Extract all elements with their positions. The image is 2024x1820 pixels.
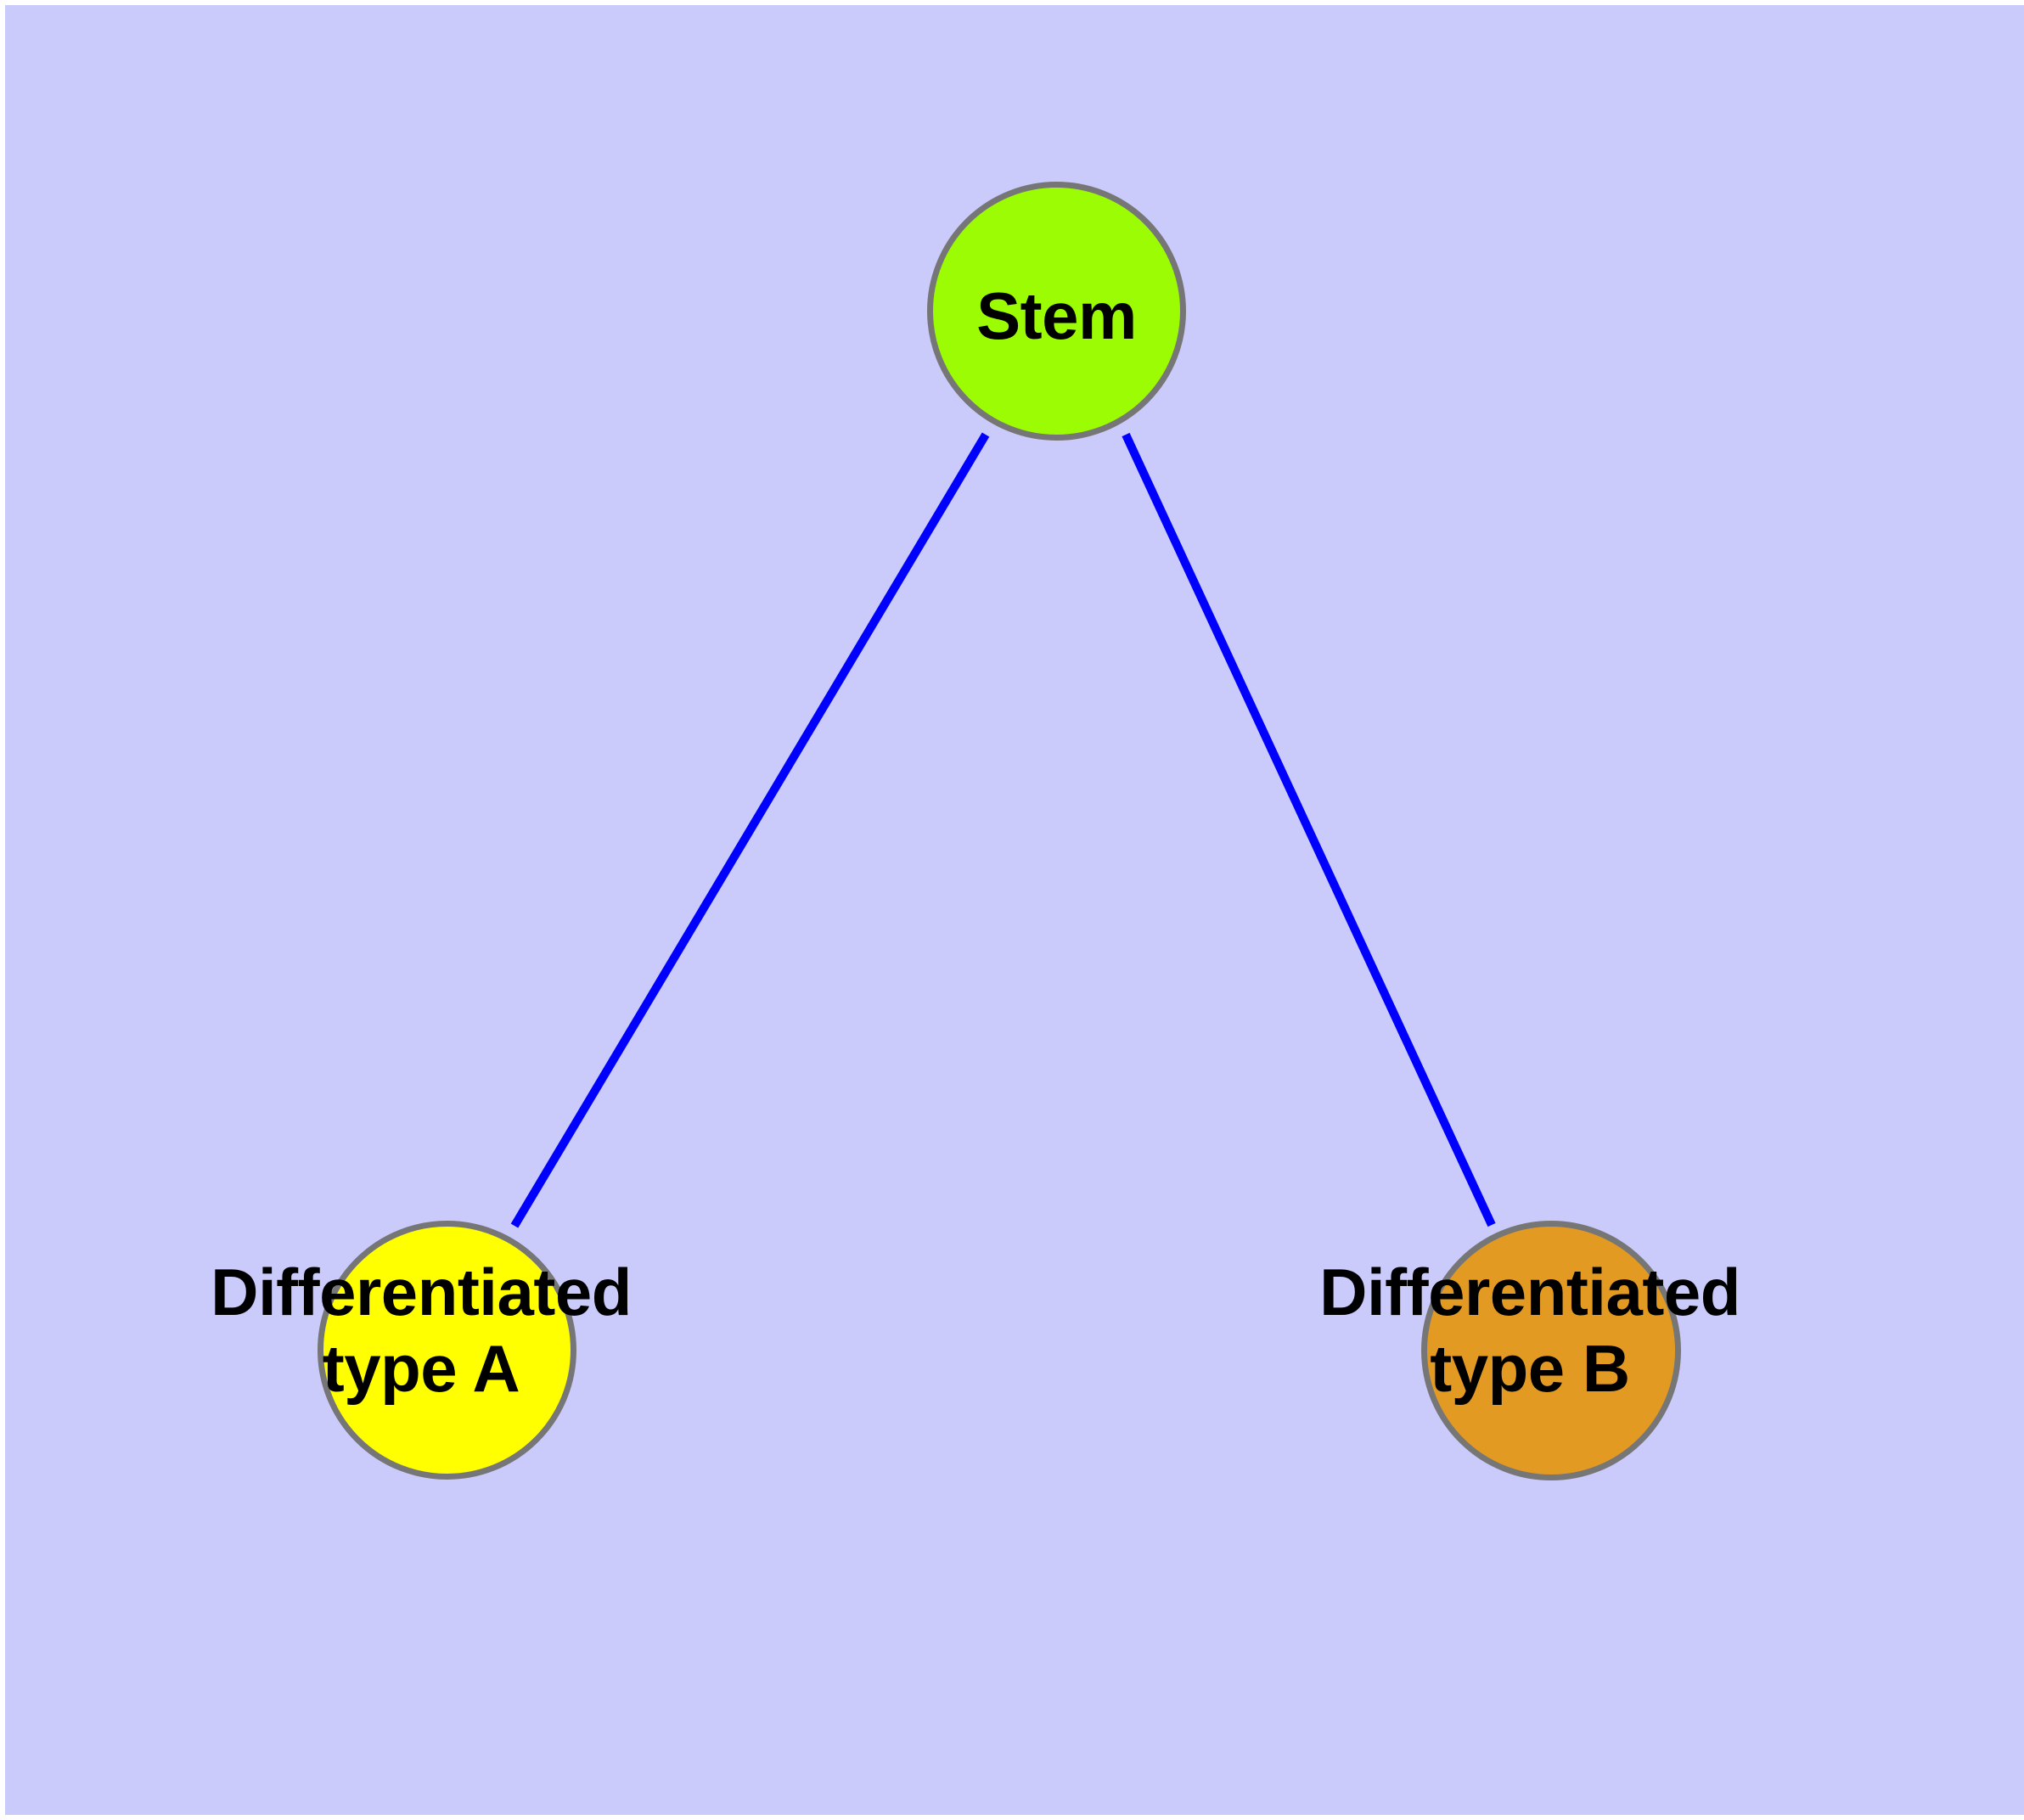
edge-stem-to-diff-b <box>1122 432 1496 1227</box>
edge-stem-to-diff-a <box>510 432 990 1228</box>
node-differentiated-type-b[interactable] <box>1421 1221 1681 1480</box>
node-differentiated-type-a[interactable] <box>318 1221 576 1480</box>
node-stem[interactable] <box>927 182 1186 441</box>
